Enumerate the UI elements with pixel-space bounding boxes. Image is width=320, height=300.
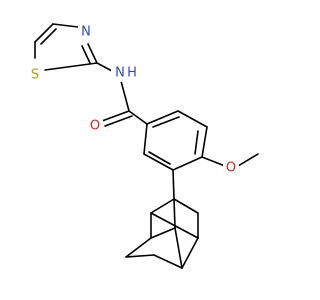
atom-o-methoxy: O — [226, 161, 236, 176]
bond-benzene-2 — [177, 110, 208, 128]
bond-adamantane-12 — [150, 212, 199, 239]
bond-c4-n3 — [52, 23, 79, 28]
bond-benzene-3 — [201, 126, 208, 158]
bond-ring-adamantane — [172, 169, 175, 200]
bond-adamantane-5 — [153, 254, 183, 269]
bond-adamantane-8 — [173, 198, 199, 214]
bond-benzene-5 — [143, 153, 174, 171]
bond-n3-c2-double — [81, 45, 91, 64]
bond-c2-nh — [96, 62, 113, 72]
bond-benzene-inner-3 — [148, 151, 171, 165]
bond-carbonyl-c-ring — [128, 110, 148, 125]
bond-benzene-1 — [146, 110, 179, 125]
bond-c5-c4-double — [40, 28, 57, 45]
bond-benzene-inner-1 — [152, 116, 180, 128]
atom-o-carbonyl: O — [90, 119, 100, 134]
methoxy-group — [201, 153, 259, 167]
amide-group — [101, 80, 148, 127]
bond-adamantane-10 — [150, 227, 176, 239]
bond-adamantane-6 — [181, 237, 199, 269]
bond-n3-c2 — [87, 43, 98, 64]
atom-n-thiazole: N — [81, 25, 91, 40]
bond-nh-carbonyl-c — [120, 80, 130, 112]
atom-n-amide: N — [115, 66, 125, 81]
bond-benzene-inner-2 — [194, 130, 199, 155]
bond-adamantane-1 — [150, 198, 175, 214]
bond-ring-o — [201, 156, 226, 167]
bond-adamantane-11 — [174, 227, 183, 269]
bond-carbonyl-c-o-double — [104, 115, 133, 127]
molecule-structure: N S N H O O — [27, 23, 259, 269]
atom-h-amide: H — [127, 66, 137, 81]
bond-benzene-4 — [172, 156, 203, 171]
atom-bg-nh-amide — [111, 64, 141, 82]
atom-bg-s-thiazole — [27, 66, 43, 84]
bond-benzene-6 — [143, 123, 148, 155]
bond-c2-s1 — [44, 62, 98, 71]
bond-carbonyl-c-o — [101, 110, 130, 122]
benzene-ring — [143, 110, 208, 171]
adamantane-cage — [125, 169, 199, 269]
bond-adamantane-9 — [173, 198, 176, 229]
bond-adamantane-3 — [125, 237, 152, 258]
atom-bg-o-methoxy — [223, 159, 239, 177]
bond-adamantane-4 — [125, 254, 155, 258]
thiazole-ring — [34, 23, 113, 72]
atom-labels: N S N H O O — [27, 23, 239, 177]
bond-o-ch3 — [237, 153, 259, 167]
molecule-canvas: N S N H O O — [27, 23, 259, 269]
bond-c5-c4 — [34, 23, 54, 43]
atom-s-thiazole: S — [31, 68, 39, 83]
atom-bg-n-thiazole — [78, 23, 94, 41]
atom-bg-o-carbonyl — [87, 117, 103, 135]
